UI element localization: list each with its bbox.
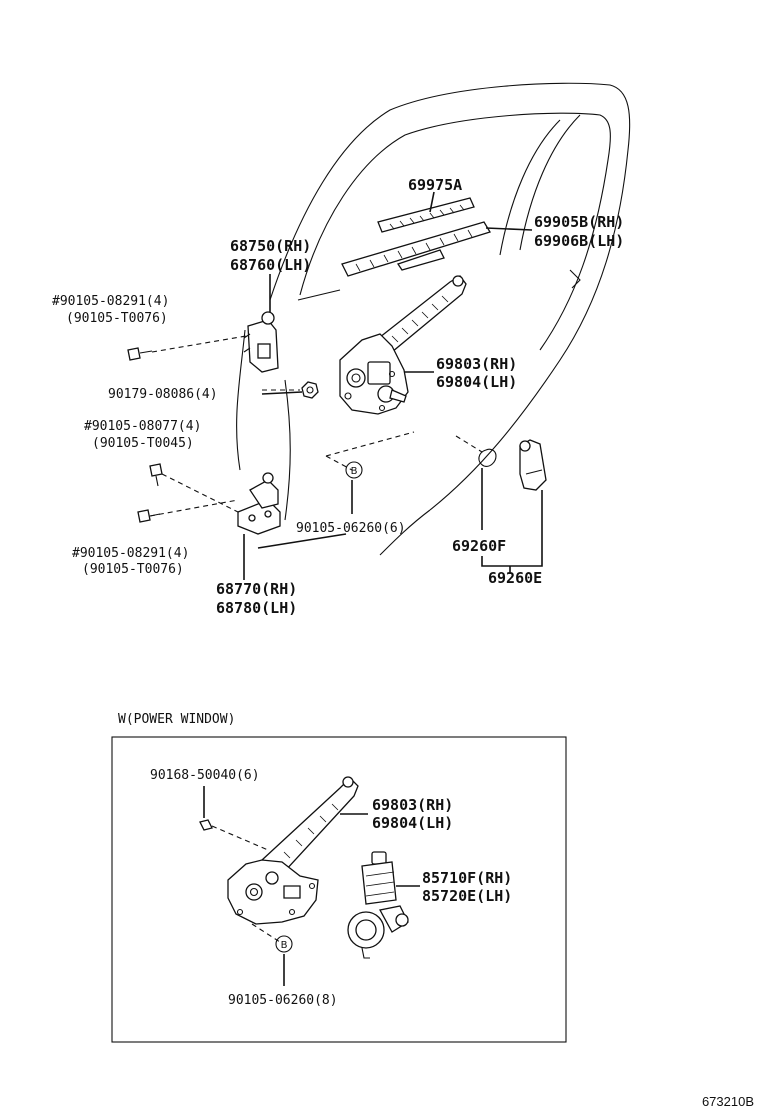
label-90105-08291-b: #90105-08291(4) (72, 546, 189, 561)
power-window-inset-frame (111, 736, 567, 1043)
clip-69260f (478, 448, 497, 467)
label-68760: 68760(LH) (230, 256, 311, 274)
label-90105-08077: #90105-08077(4) (84, 419, 201, 434)
label-69906b: 69906B(LH) (534, 232, 624, 250)
label-68780: 68780(LH) (216, 599, 297, 617)
nut-icon (301, 381, 319, 399)
bolt-icon (127, 347, 153, 361)
label-69804-door: 69804(LH) (436, 373, 517, 391)
bolt-icon (137, 509, 161, 523)
reference-b-marker: B (275, 935, 293, 953)
svg-text:B: B (351, 466, 358, 477)
label-90105-06260-6: 90105-06260(6) (296, 521, 406, 536)
door-frame-outline (236, 82, 631, 556)
label-90105-08291-a: #90105-08291(4) (52, 294, 169, 309)
label-85710f: 85710F(RH) (422, 869, 512, 887)
label-85720e: 85720E(LH) (422, 887, 512, 905)
label-90168-50040: 90168-50040(6) (150, 768, 260, 783)
svg-text:B: B (281, 940, 288, 951)
label-69803-door: 69803(RH) (436, 355, 517, 373)
figure-code: 673210B (702, 1094, 754, 1109)
label-90105-06260-8: 90105-06260(8) (228, 993, 338, 1008)
label-90105-t0045: (90105-T0045) (92, 436, 194, 451)
power-window-labels: 90168-50040(6) 69803(RH) 69804(LH) 85710… (150, 768, 512, 1008)
assembly-lines-power (211, 825, 281, 943)
leader-lines-door (243, 191, 543, 580)
label-69975a: 69975A (408, 176, 462, 194)
label-90105-t0076-b: (90105-T0076) (82, 562, 184, 577)
upper-hinge-68750 (243, 311, 279, 373)
weatherstrip-69975a (377, 197, 475, 233)
label-69260e: 69260E (488, 569, 542, 587)
label-69260f: 69260F (452, 537, 506, 555)
label-68750: 68750(RH) (230, 237, 311, 255)
label-69804-power: 69804(LH) (372, 814, 453, 832)
label-69803-power: 69803(RH) (372, 796, 453, 814)
regulator-motor-85710f (347, 851, 409, 959)
lower-hinge-68770 (237, 472, 281, 535)
reference-b-marker: B (345, 461, 363, 479)
bolt-icon (199, 819, 213, 831)
leader-lines-power (203, 786, 420, 986)
door-labels: 69975A 69905B(RH) 69906B(LH) 68750(RH) 6… (52, 176, 624, 617)
window-regulator-69803-door (339, 275, 467, 415)
label-69905b: 69905B(RH) (534, 213, 624, 231)
assembly-lines-door (149, 335, 483, 517)
label-90105-t0076-a: (90105-T0076) (66, 311, 168, 326)
label-68770: 68770(RH) (216, 580, 297, 598)
regulator-handle-69260e (519, 439, 547, 491)
weatherstrip-69905b (341, 221, 491, 277)
bolt-icon (149, 463, 163, 487)
window-regulator-69803-power (227, 776, 359, 925)
power-window-caption: W(POWER WINDOW) (118, 712, 235, 727)
label-90179-08086: 90179-08086(4) (108, 387, 218, 402)
